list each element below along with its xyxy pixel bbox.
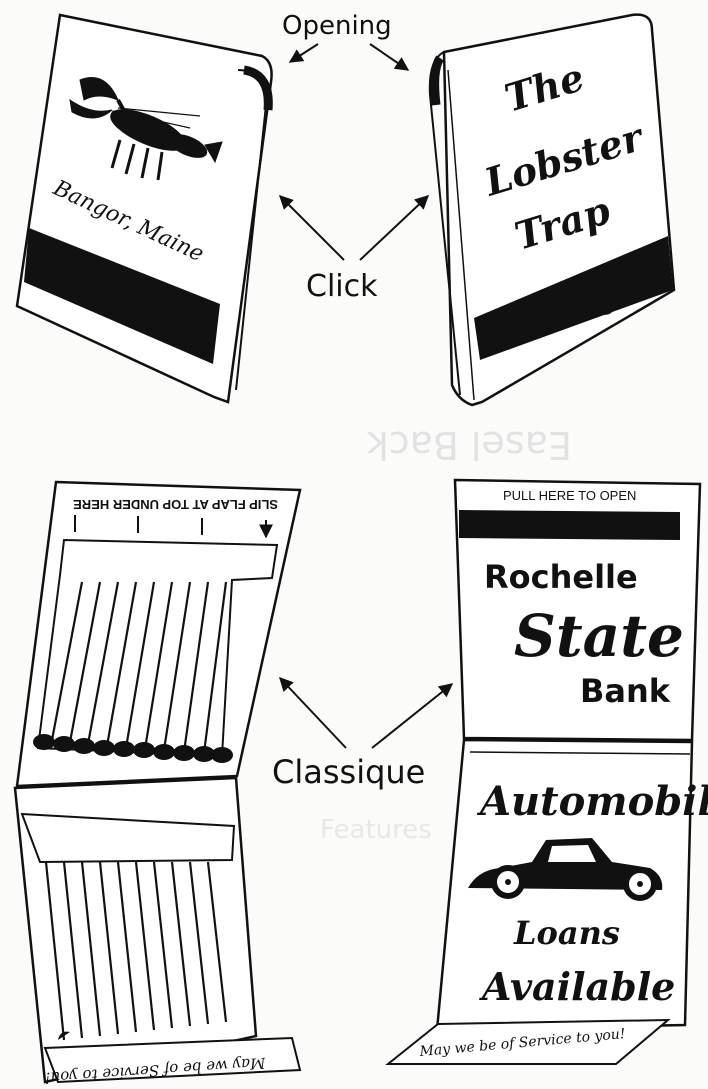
arrow-classique-left xyxy=(279,676,347,749)
ad-line-available: Available xyxy=(479,964,675,1009)
label-opening: Opening xyxy=(282,11,392,41)
lobster-icon xyxy=(69,77,223,181)
arrow-opening-right xyxy=(369,43,410,71)
ghost-text-features: Features xyxy=(320,815,432,845)
ad-line-automobile: Automobile xyxy=(476,778,708,825)
arrow-classique-right xyxy=(371,683,454,749)
car-icon xyxy=(468,838,663,901)
ghost-text-easel-back: Easel Back xyxy=(367,423,572,467)
matchbook-rochelle: PULL HERE TO OPEN Rochelle State Bank Au… xyxy=(385,478,708,1065)
match-sticks-top xyxy=(50,581,228,754)
label-classique: Classique xyxy=(272,753,425,791)
matchbook-lobster-trap: The Lobster Trap xyxy=(428,13,676,407)
arrow-click-left xyxy=(279,195,345,261)
bank-line-bank: Bank xyxy=(580,672,671,710)
bank-line-rochelle: Rochelle xyxy=(484,558,638,596)
arrow-click-right xyxy=(359,195,430,261)
ad-line-loans: Loans xyxy=(513,914,620,952)
label-click: Click xyxy=(306,269,378,304)
matchbook-open: SLIP FLAP AT TOP UNDER HERE May we be of… xyxy=(13,480,302,1087)
match-heads-top xyxy=(33,734,233,763)
match-sticks-bottom xyxy=(44,861,228,1041)
inside-flap-text: SLIP FLAP AT TOP UNDER HERE xyxy=(73,497,278,512)
pull-to-open-text: PULL HERE TO OPEN xyxy=(503,488,636,503)
bank-line-state: State xyxy=(514,602,684,670)
matchbook-bangor: Bangor, Maine xyxy=(15,13,273,404)
arrow-opening-left xyxy=(288,43,319,63)
